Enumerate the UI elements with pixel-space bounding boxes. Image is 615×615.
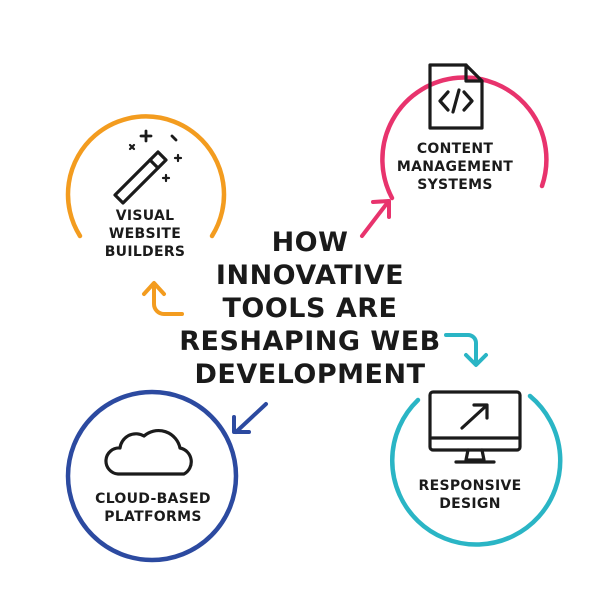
cloud-node	[65, 389, 239, 563]
responsive-node	[389, 390, 563, 547]
arrow-to-cms	[360, 199, 391, 238]
arrow-to-cloud	[232, 402, 268, 434]
cms-node	[380, 63, 549, 201]
visual-builders-ring	[65, 114, 227, 239]
visual-builders-label: VISUAL WEBSITE BUILDERS	[104, 208, 186, 260]
cloud-ring	[65, 389, 239, 563]
magic-wand-icon	[113, 129, 183, 205]
diagram-title: HOW INNOVATIVE TOOLS ARE RESHAPING WEB D…	[179, 227, 441, 390]
cloud-icon	[104, 428, 193, 476]
cloud-label: CLOUD-BASED PLATFORMS	[95, 491, 211, 525]
cms-ring	[380, 75, 549, 201]
arrow-to-responsive	[444, 333, 488, 367]
monitor-icon	[428, 390, 522, 464]
responsive-label: RESPONSIVE DESIGN	[418, 478, 522, 512]
visual-builders-node	[65, 114, 227, 239]
arrow-to-visual-builders	[142, 281, 184, 316]
cms-label: CONTENT MANAGEMENT SYSTEMS	[396, 141, 514, 193]
code-file-icon	[428, 63, 484, 130]
responsive-ring	[389, 393, 563, 547]
